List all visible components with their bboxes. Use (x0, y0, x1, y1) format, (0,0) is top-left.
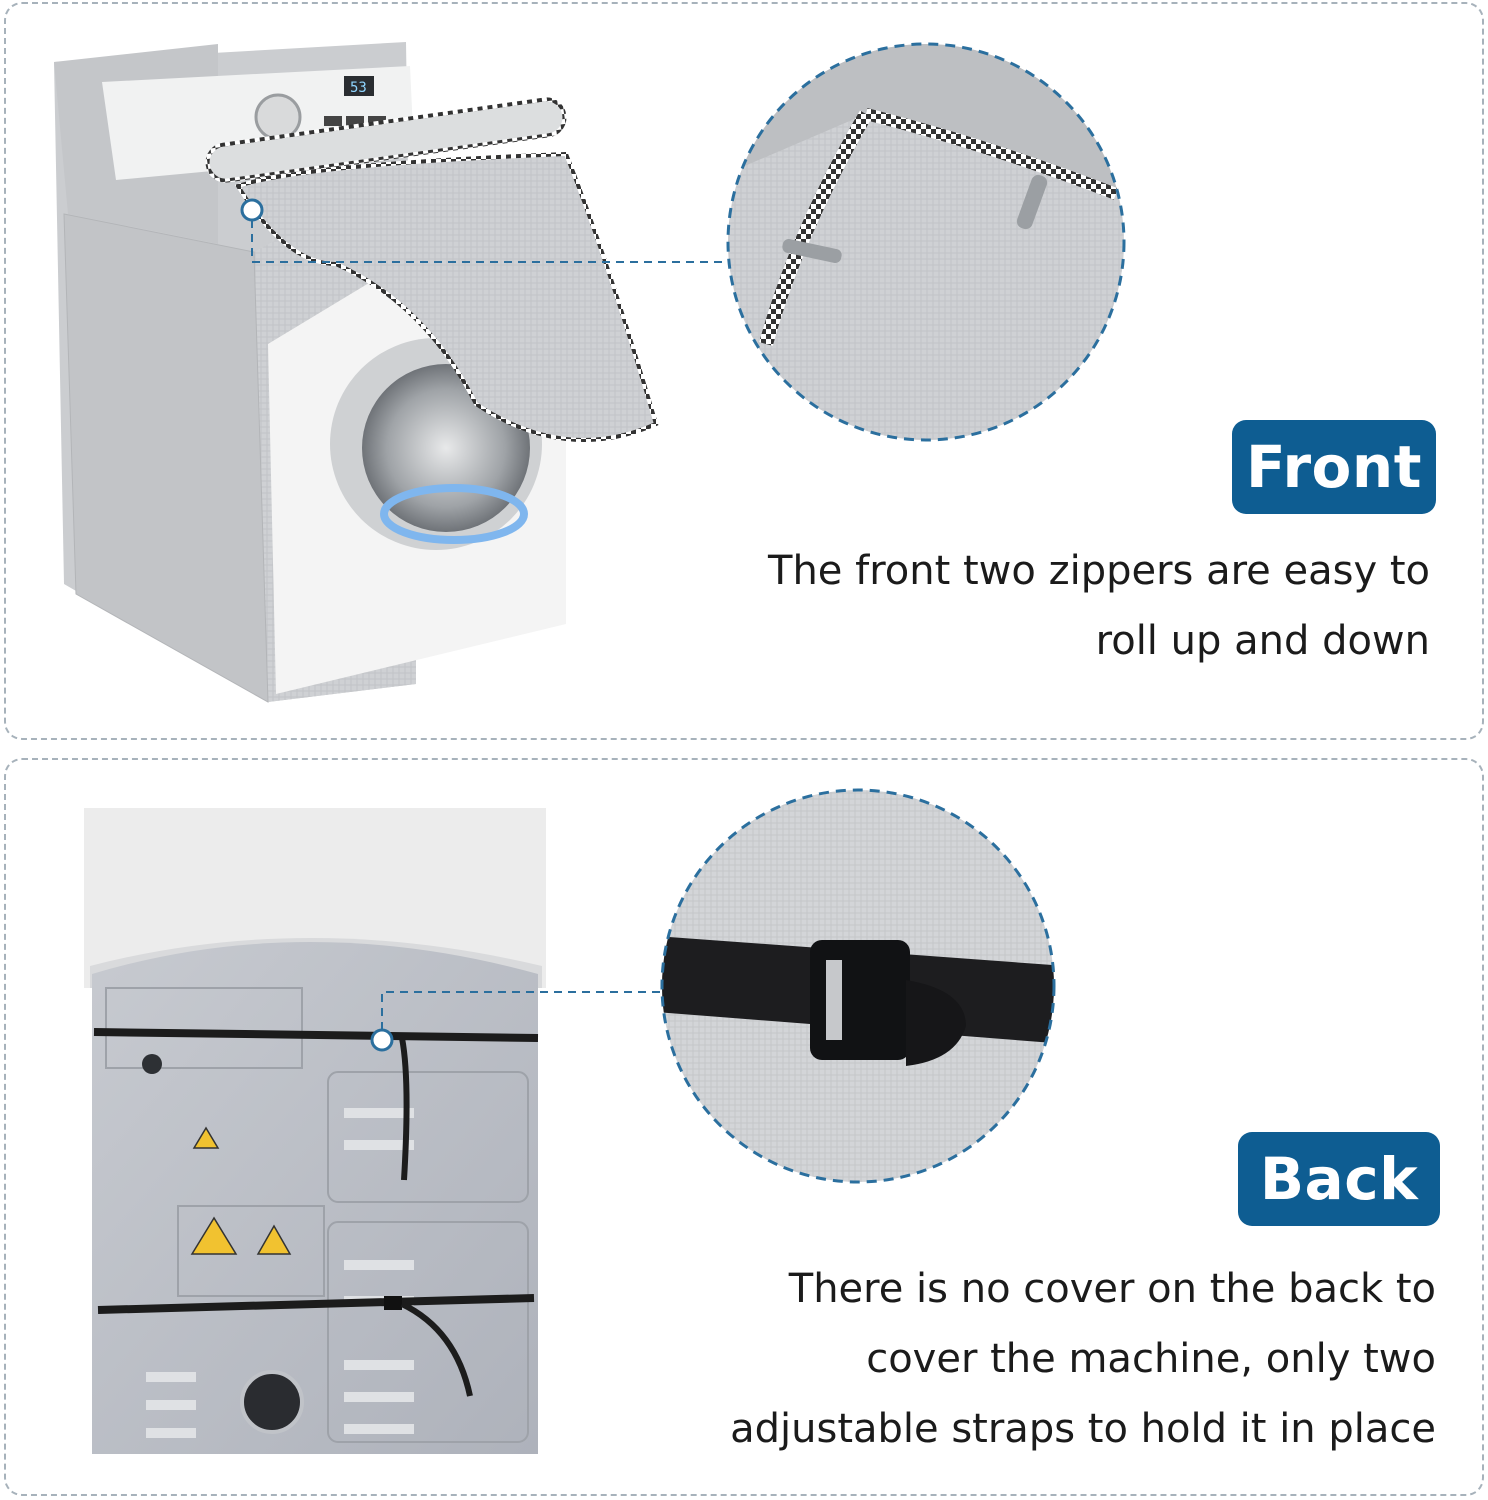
front-callout (240, 198, 728, 263)
zipper-zoom-circle (726, 42, 1126, 442)
back-washer-illustration (84, 788, 1056, 1454)
back-description-line: There is no cover on the back to (788, 1266, 1436, 1312)
back-description: There is no cover on the back to cover t… (676, 1254, 1436, 1464)
front-badge: Front (1232, 420, 1436, 514)
back-badge: Back (1238, 1132, 1440, 1226)
back-callout (370, 991, 664, 1052)
front-panel: 53 (4, 2, 1484, 740)
front-description-line: roll up and down (1095, 618, 1430, 664)
front-description: The front two zippers are easy to roll u… (730, 536, 1430, 676)
back-description-line: cover the machine, only two (866, 1336, 1436, 1382)
back-panel: Back There is no cover on the back to co… (4, 758, 1484, 1496)
rolled-cover-flap (205, 97, 659, 442)
back-description-line: adjustable straps to hold it in place (730, 1406, 1436, 1452)
front-description-line: The front two zippers are easy to (768, 548, 1430, 594)
washer-display-readout: 53 (350, 80, 367, 96)
washer-back-panel (92, 942, 538, 1454)
strap-zoom-circle (660, 788, 1056, 1184)
adjustable-straps (93, 1028, 539, 1397)
front-washer-illustration: 53 (54, 42, 1126, 703)
